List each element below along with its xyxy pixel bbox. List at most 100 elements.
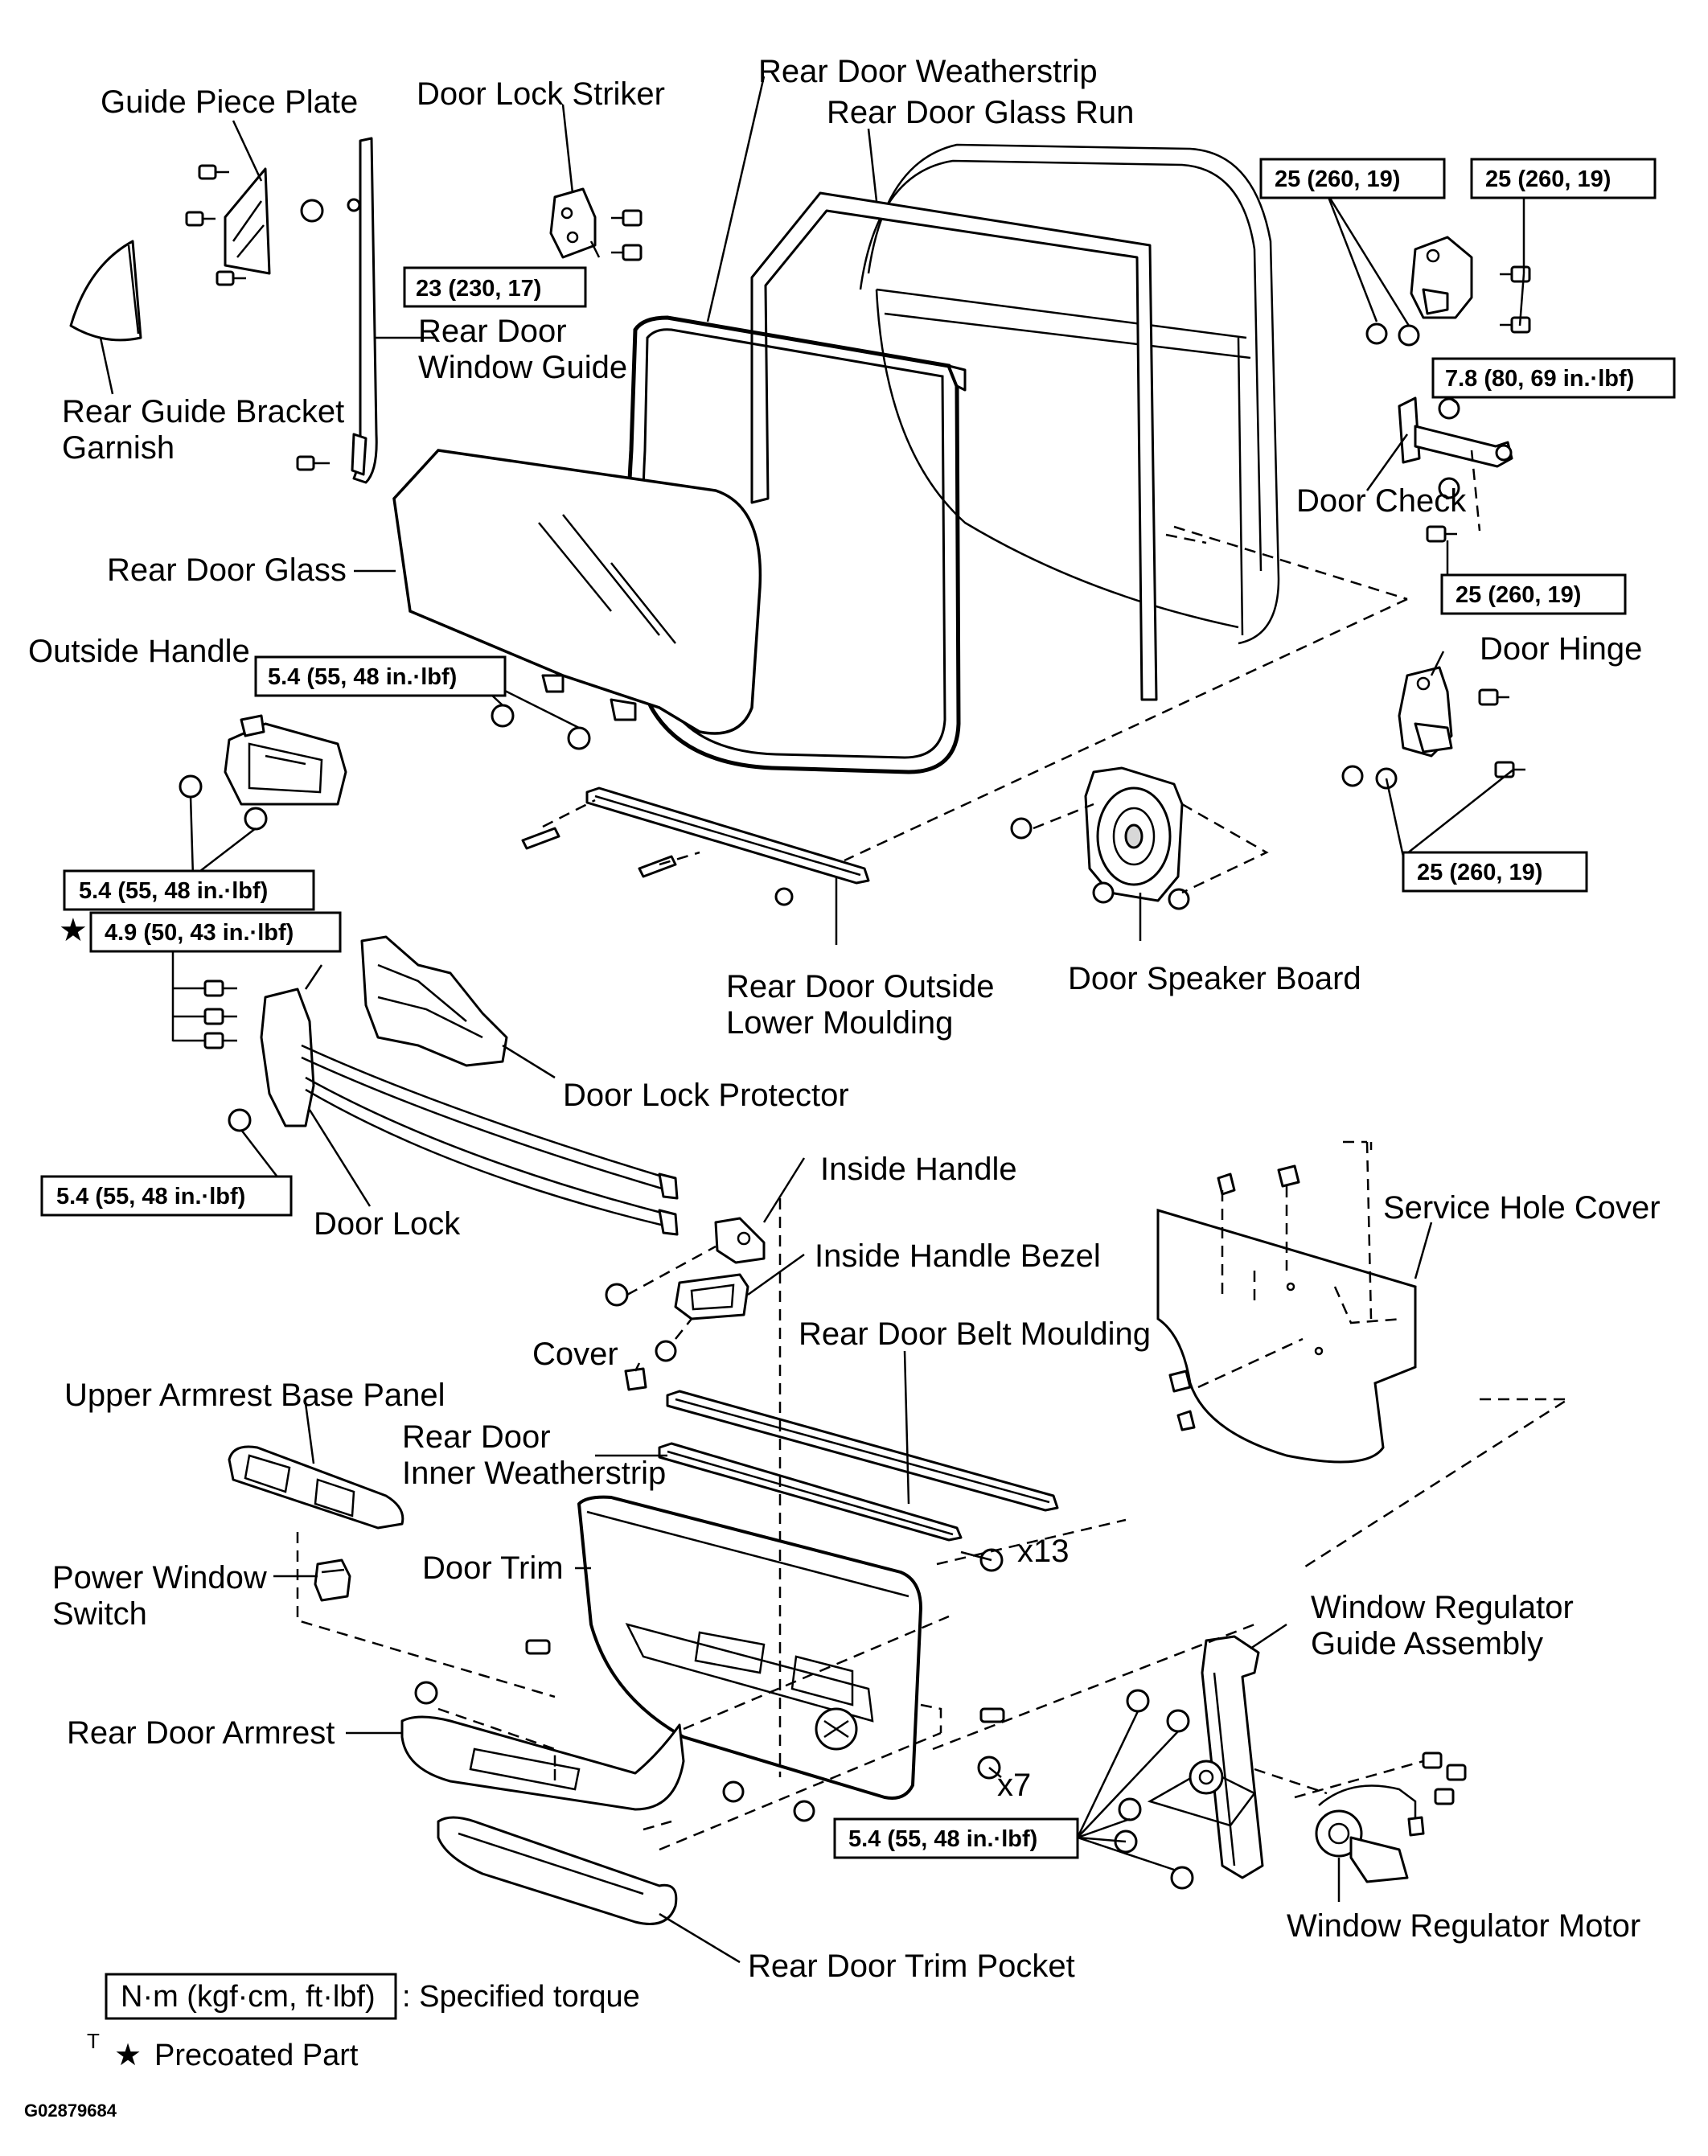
bolt-icon <box>611 209 643 227</box>
bolt-icon <box>185 211 216 227</box>
part-labels: Guide Piece Plate Door Lock Striker Rear… <box>28 54 1661 1984</box>
svg-text:25 (260, 19): 25 (260, 19) <box>1275 166 1400 192</box>
legend-star-icon: ★ <box>114 2039 142 2072</box>
bolt-icon <box>1118 1797 1142 1821</box>
rear-door-glass-run <box>750 191 1158 701</box>
label-rear-door-glass: Rear Door Glass <box>107 552 347 588</box>
figure-code: G02879684 <box>24 2101 117 2121</box>
bolt-icon <box>1438 477 1460 499</box>
bolt-icon <box>1170 1866 1194 1890</box>
clip-icon <box>774 887 794 906</box>
bolt-icon <box>1092 881 1115 904</box>
torque-box-door-lock: 5.4 (55, 48 in.·lbf) <box>40 1175 293 1217</box>
bolt-icon <box>414 1681 438 1705</box>
clip-icon <box>521 827 560 850</box>
bolt-icon <box>1168 888 1190 910</box>
legend-t-mark: T <box>87 2029 100 2053</box>
label-power-window-switch-line1: Power Window <box>52 1560 267 1595</box>
door-frame-outline <box>859 143 1280 645</box>
label-rear-door-glass-run: Rear Door Glass Run <box>827 95 1134 130</box>
label-door-check: Door Check <box>1296 483 1467 519</box>
label-rear-door-inner-weatherstrip-line1: Rear Door <box>402 1419 551 1455</box>
svg-text:7.8 (80, 69 in.·lbf): 7.8 (80, 69 in.·lbf) <box>1445 366 1634 392</box>
label-power-window-switch-line2: Switch <box>52 1596 147 1632</box>
label-door-trim: Door Trim <box>422 1550 564 1586</box>
svg-text:23 (230, 17): 23 (230, 17) <box>416 276 541 302</box>
bolt-icon <box>1434 1788 1455 1805</box>
door-hinge-lower <box>1398 666 1453 758</box>
bolt-icon <box>296 455 330 471</box>
torque-box-door-check-upper: 7.8 (80, 69 in.·lbf) <box>1431 357 1676 399</box>
bolt-icon <box>1010 817 1033 840</box>
svg-text:25 (260, 19): 25 (260, 19) <box>1485 166 1611 192</box>
guide-piece-plate <box>224 167 271 275</box>
bolt-icon <box>491 704 515 728</box>
bolt-icon <box>1500 316 1531 334</box>
bolt-icon <box>216 270 246 286</box>
clip-icon <box>638 855 677 878</box>
rear-guide-bracket-garnish <box>69 240 142 342</box>
label-inside-handle-bezel: Inside Handle Bezel <box>815 1238 1101 1274</box>
door-hinge-upper <box>1410 236 1473 319</box>
door-lock-striker <box>549 187 597 259</box>
rear-door-armrest <box>400 1715 685 1811</box>
door-lock <box>260 964 679 1236</box>
bolt-icon <box>179 774 203 799</box>
rear-door-belt-moulding <box>666 1390 1059 1512</box>
rear-door-trim-pocket <box>437 1816 678 1925</box>
label-rear-door-armrest: Rear Door Armrest <box>67 1715 335 1751</box>
torque-box-door-check-lower: 25 (260, 19) <box>1440 573 1627 615</box>
bolt-icon <box>1422 1751 1443 1769</box>
label-rear-door-belt-moulding: Rear Door Belt Moulding <box>799 1316 1151 1352</box>
legend-star-desc: Precoated Part <box>154 2039 359 2072</box>
door-speaker-board <box>1084 766 1184 902</box>
label-rear-door-outside-lower-moulding-line1: Rear Door Outside <box>726 969 994 1004</box>
torque-box-outside-handle: 5.4 (55, 48 in.·lbf) <box>63 869 315 911</box>
rear-door-outside-lower-moulding <box>585 786 870 885</box>
bolt-icon <box>300 199 324 223</box>
torque-box-hinge-upper-right: 25 (260, 19) <box>1470 158 1657 199</box>
label-rear-door-trim-pocket: Rear Door Trim Pocket <box>748 1949 1075 1984</box>
label-door-speaker-board: Door Speaker Board <box>1068 961 1361 996</box>
outside-handle <box>224 714 347 806</box>
label-guide-piece-plate: Guide Piece Plate <box>101 84 358 120</box>
bolt-icon <box>1365 322 1388 345</box>
rear-door-window-guide <box>347 137 378 484</box>
label-x13: x13 <box>1017 1534 1070 1569</box>
label-rear-door-outside-lower-moulding-line2: Lower Moulding <box>726 1005 953 1041</box>
legend: N·m (kgf·cm, ft·lbf) : Specified torque … <box>24 1973 640 2121</box>
bolt-icon <box>1126 1689 1150 1713</box>
bolt-icon <box>1478 688 1509 706</box>
label-rear-guide-bracket-garnish-line1: Rear Guide Bracket <box>62 394 344 429</box>
window-regulator-guide-assembly <box>1147 1635 1264 1879</box>
torque-specs: 23 (230, 17) 25 (260, 19) 25 (260, 19) 7… <box>40 158 1676 1859</box>
rear-door-glass <box>392 449 762 735</box>
svg-text:25 (260, 19): 25 (260, 19) <box>1455 582 1581 608</box>
label-rear-door-inner-weatherstrip-line2: Inner Weatherstrip <box>402 1456 666 1491</box>
torque-box-hinge-upper-left: 25 (260, 19) <box>1259 158 1446 199</box>
assembly-dashed-lines <box>296 450 1572 1851</box>
bolt-icon <box>611 244 643 261</box>
svg-text:25 (260, 19): 25 (260, 19) <box>1417 860 1542 885</box>
service-hole-cover <box>1156 1164 1417 1464</box>
label-door-lock-protector: Door Lock Protector <box>563 1078 849 1113</box>
rear-door-inner-weatherstrip <box>658 1442 963 1542</box>
svg-text:4.9 (50, 43 in.·lbf): 4.9 (50, 43 in.·lbf) <box>105 920 294 946</box>
label-upper-armrest-base-panel: Upper Armrest Base Panel <box>64 1378 445 1413</box>
bolt-icon <box>1500 265 1531 283</box>
label-door-lock: Door Lock <box>314 1206 461 1242</box>
bolt-icon <box>793 1800 815 1822</box>
bolt-icon <box>203 1032 237 1049</box>
bolt-icon <box>198 164 229 180</box>
label-rear-guide-bracket-garnish-line2: Garnish <box>62 430 174 466</box>
label-rear-door-window-guide-line2: Window Guide <box>418 350 627 385</box>
torque-box-glass: 5.4 (55, 48 in.·lbf) <box>254 655 507 697</box>
svg-text:★: ★ <box>59 913 88 948</box>
bolt-icon <box>1341 765 1364 787</box>
svg-text:5.4 (55, 48 in.·lbf): 5.4 (55, 48 in.·lbf) <box>848 1826 1037 1852</box>
label-rear-door-weatherstrip: Rear Door Weatherstrip <box>758 54 1098 89</box>
torque-box-regulator: 5.4 (55, 48 in.·lbf) <box>833 1817 1079 1859</box>
bolt-icon <box>1398 324 1420 347</box>
inside-handle <box>714 1217 766 1264</box>
bolt-icon <box>203 1008 237 1025</box>
